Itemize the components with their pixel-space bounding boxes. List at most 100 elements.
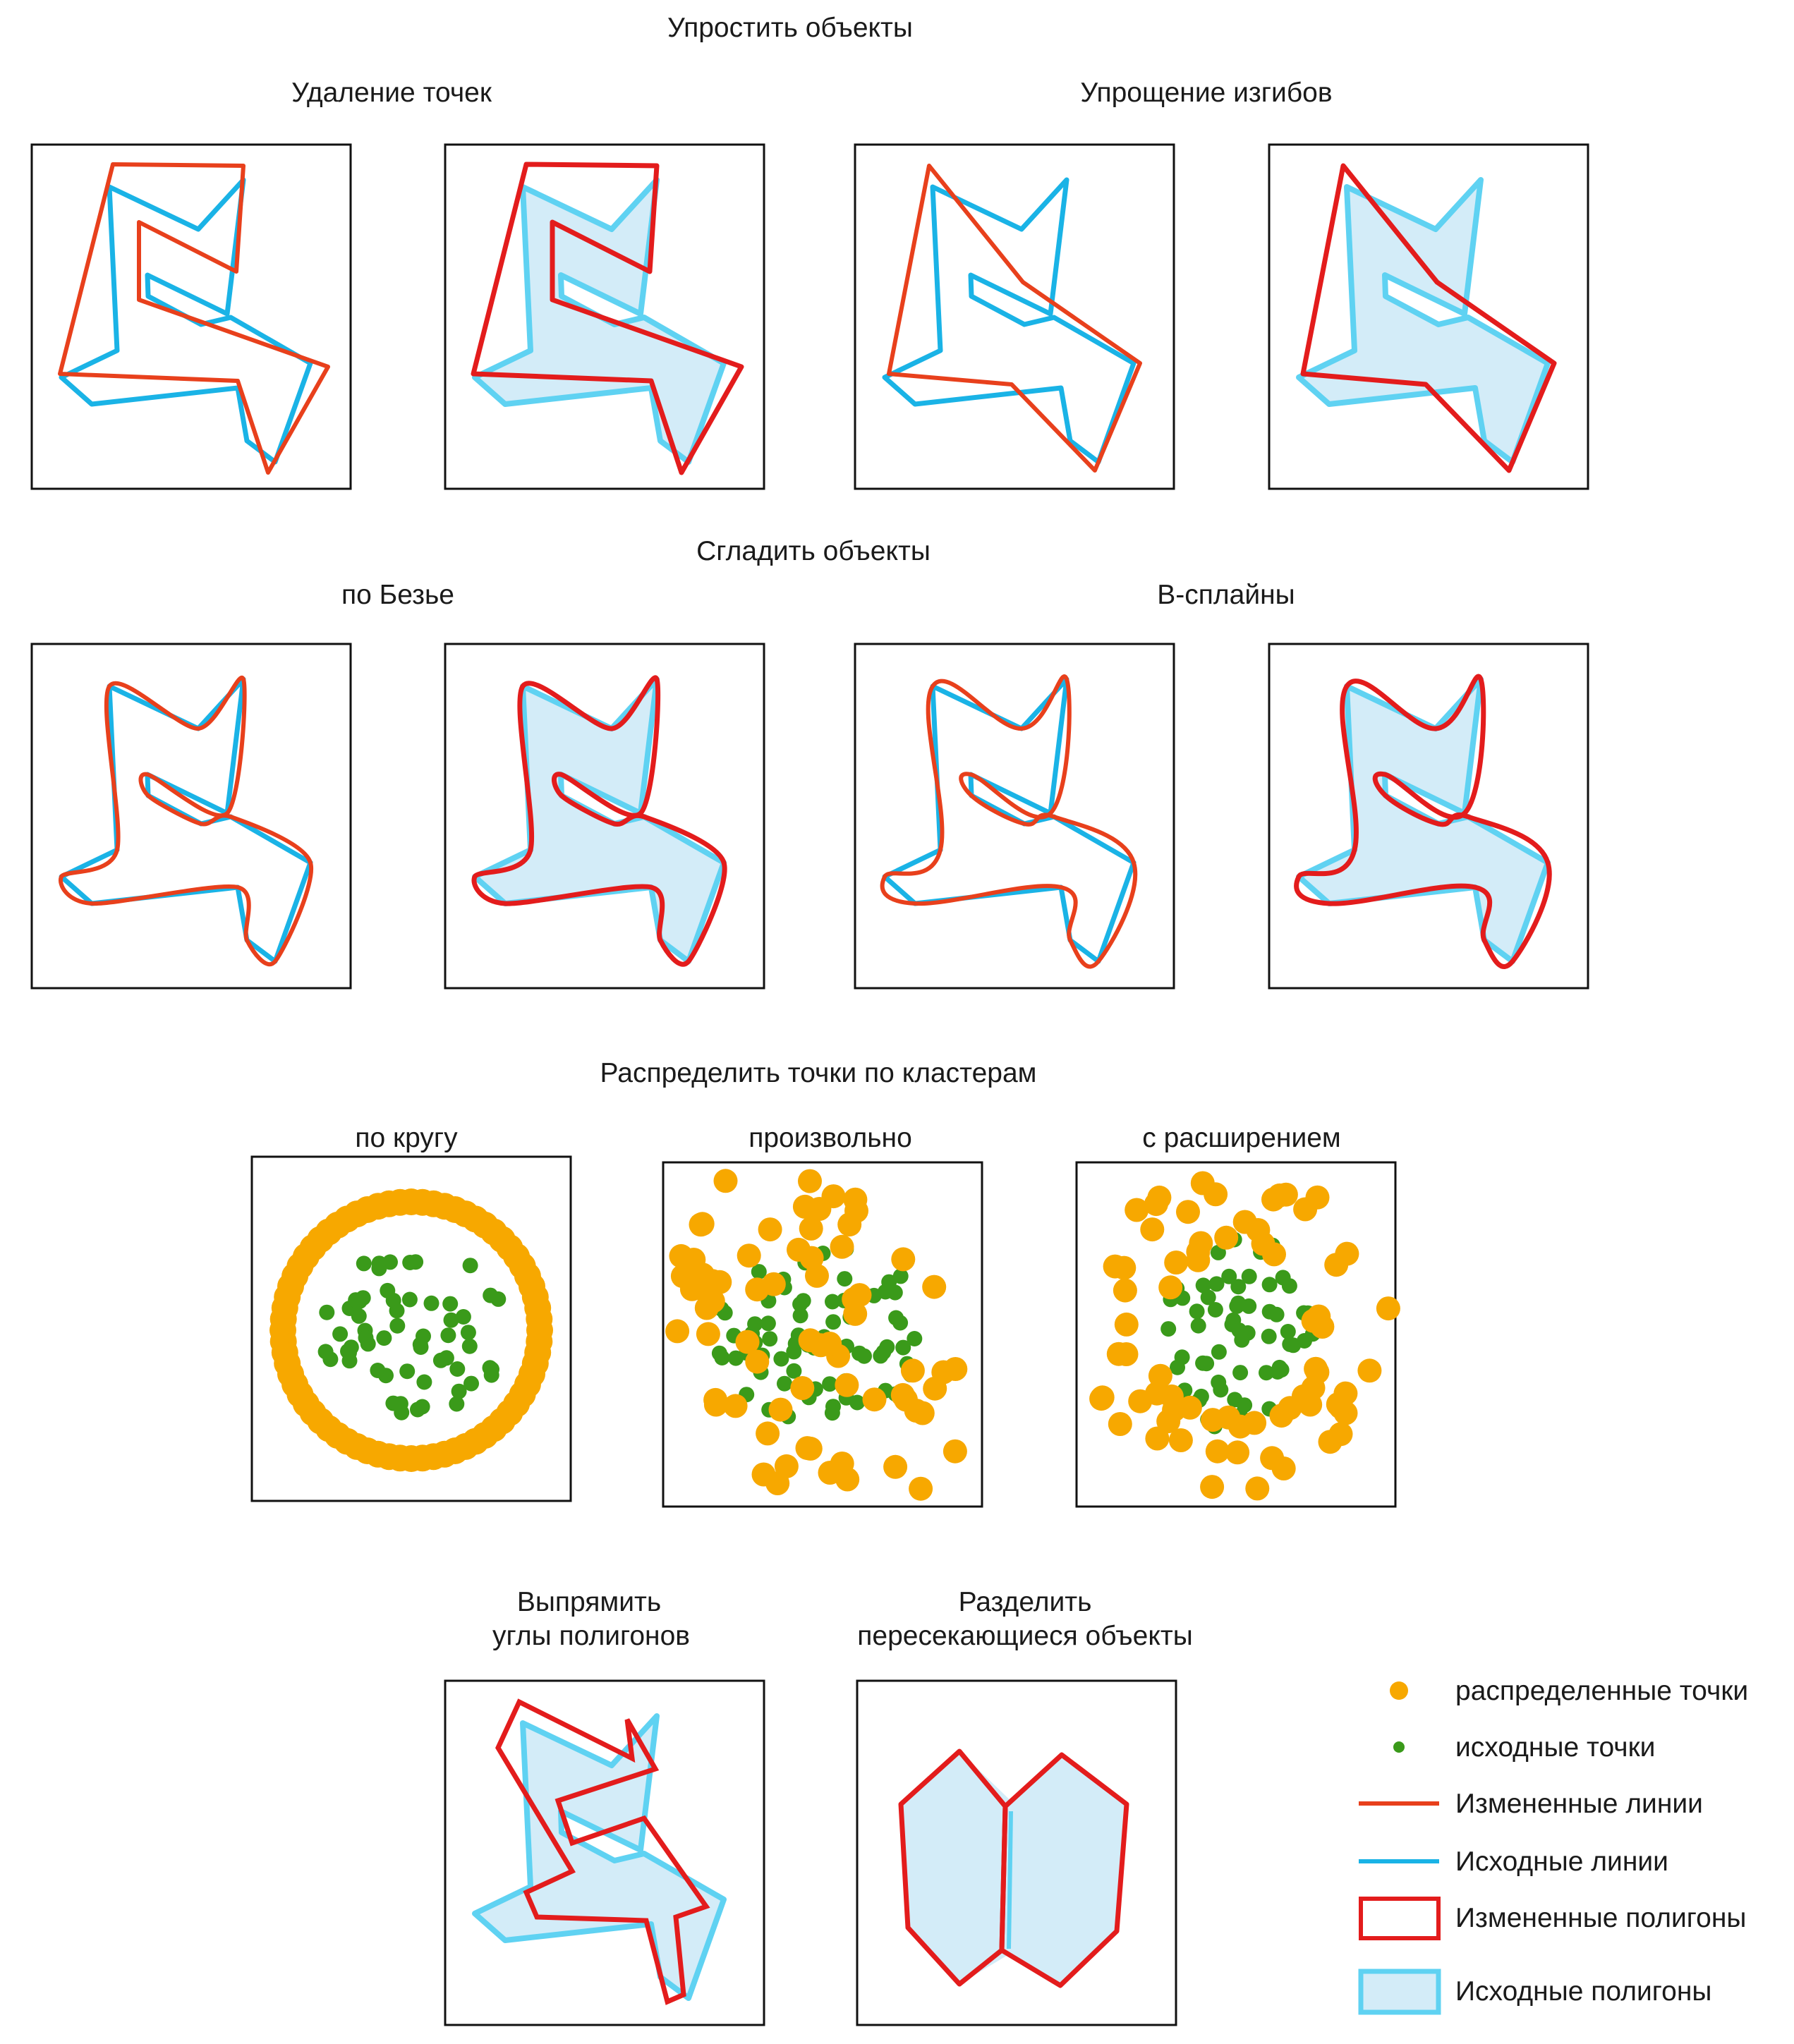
panel-disperse-random (662, 1161, 983, 1508)
dispersed-point (835, 1373, 859, 1397)
dispersed-point (837, 1212, 862, 1237)
original-point (442, 1296, 459, 1312)
dispersed-point (1144, 1192, 1168, 1217)
dispersed-point (818, 1461, 842, 1485)
modified-line-shape (887, 164, 1142, 473)
disperse-random-label: произвольно (748, 1123, 912, 1153)
original-point (416, 1328, 431, 1344)
original-line-shape (59, 676, 313, 964)
original-point (317, 1344, 334, 1360)
original-point (1199, 1356, 1215, 1372)
dispersed-point (1260, 1446, 1285, 1471)
dispersed-point (1156, 1409, 1181, 1434)
dispersed-point (1204, 1182, 1228, 1207)
original-point (907, 1331, 923, 1346)
original-line-shape (882, 177, 1137, 465)
dispersed-point (847, 1283, 872, 1308)
original-point (483, 1287, 499, 1303)
original-point (1211, 1344, 1227, 1360)
dispersed-point (1269, 1404, 1294, 1428)
dispersed-point (843, 1187, 868, 1212)
original-point (773, 1351, 789, 1367)
dispersed-point (698, 1270, 722, 1294)
original-point (837, 1271, 853, 1287)
original-point (892, 1268, 909, 1284)
modified-polygon-shape (1300, 163, 1557, 473)
dispersed-point (909, 1476, 933, 1501)
dispersed-point (843, 1301, 868, 1326)
original-point (332, 1326, 349, 1342)
original-point (319, 1304, 335, 1320)
dispersed-point (1186, 1248, 1211, 1272)
panel-delete-points-lines (30, 143, 352, 490)
split-label-line1: Разделить (958, 1587, 1092, 1617)
original-point (380, 1282, 396, 1298)
legend-modified-polygons-label: Измененные полигоны (1455, 1903, 1747, 1933)
dispersed-point (756, 1421, 780, 1446)
original-point (760, 1315, 776, 1332)
dispersed-point (694, 1296, 719, 1320)
panel-bezier-polygons (444, 643, 765, 990)
legend-dispersed-point-swatch (1390, 1681, 1408, 1700)
original-point (461, 1338, 478, 1354)
original-point (416, 1374, 432, 1390)
modified-polygon-shape (471, 675, 727, 967)
panel-delete-points-polygons (444, 143, 765, 490)
original-point (348, 1292, 364, 1308)
smooth-left-subtitle: по Безье (341, 580, 454, 610)
original-point (822, 1376, 838, 1392)
panel-bezier-lines (30, 643, 352, 990)
panels-layer (30, 143, 1589, 2026)
dispersed-point (1318, 1430, 1343, 1454)
dispersed-point (1089, 1387, 1114, 1411)
smooth-title: Сгладить объекты (696, 536, 931, 566)
dispersed-point (1112, 1255, 1137, 1280)
dispersed-point (798, 1436, 823, 1461)
original-point (1200, 1289, 1216, 1306)
original-point (1268, 1306, 1285, 1322)
orthogonalize-label-line2: углы полигонов (492, 1621, 690, 1651)
original-point (378, 1368, 394, 1384)
original-point (449, 1361, 466, 1377)
dispersed-point (526, 1306, 553, 1333)
original-line-shape (59, 177, 313, 465)
modified-polygon-shape (471, 162, 744, 475)
dispersed-point (689, 1212, 713, 1237)
modified-line-shape (58, 162, 330, 475)
original-point (399, 1363, 416, 1380)
modified-polygon-shape (1294, 674, 1552, 969)
dispersed-point (1304, 1356, 1328, 1381)
split-label-line2: пересекающиеся объекты (857, 1621, 1193, 1651)
dispersed-point (737, 1243, 761, 1268)
dispersed-point (713, 1169, 738, 1193)
panel-bspline-lines (854, 643, 1175, 990)
original-point (351, 1308, 367, 1324)
dispersed-point (1201, 1408, 1225, 1432)
legend-dispersed-points-label: распределенные точки (1455, 1676, 1749, 1706)
original-point (1227, 1392, 1243, 1408)
original-point (711, 1345, 727, 1361)
dispersed-point (1333, 1401, 1358, 1425)
dispersed-point (1106, 1342, 1131, 1366)
dispersed-point (1145, 1426, 1170, 1451)
panel-bend-simplify-lines (854, 143, 1175, 490)
legend-original-polygons-label: Исходные полигоны (1455, 1976, 1712, 2007)
orthogonalize-label-line1: Выпрямить (516, 1587, 662, 1617)
original-point (401, 1291, 418, 1308)
original-point (888, 1310, 904, 1326)
dispersed-point (1242, 1411, 1267, 1435)
dispersed-point (798, 1169, 822, 1193)
dispersed-point (1125, 1198, 1149, 1222)
smooth-right-subtitle: B-сплайны (1157, 580, 1295, 610)
dispersed-point (696, 1322, 720, 1346)
original-point (1221, 1268, 1237, 1284)
original-point (1195, 1277, 1211, 1294)
dispersed-point (1176, 1200, 1200, 1224)
original-point (1190, 1318, 1206, 1334)
original-point (1189, 1303, 1205, 1320)
original-polygon-shape (472, 1713, 727, 2001)
original-point (1280, 1324, 1296, 1339)
dispersed-point (900, 1358, 925, 1383)
dispersed-point (761, 1272, 786, 1296)
